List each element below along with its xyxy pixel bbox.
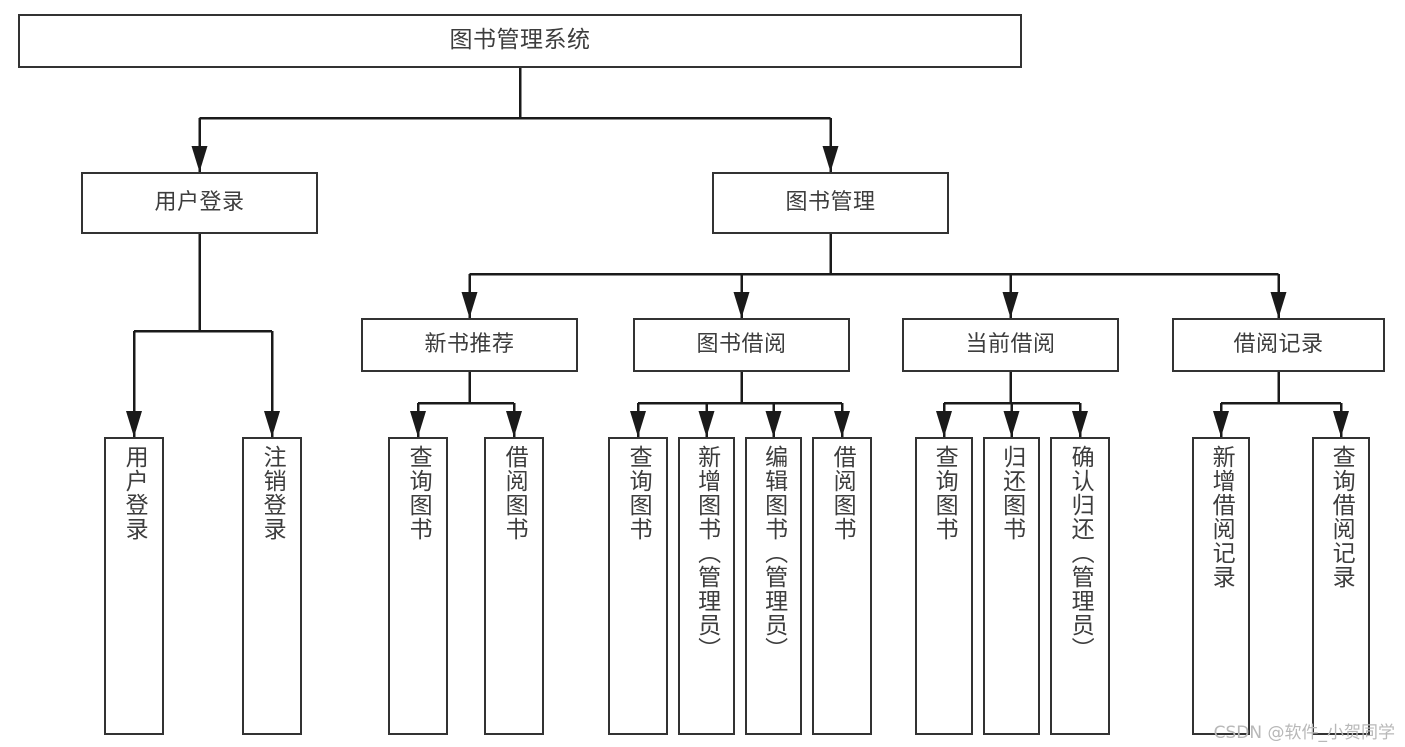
node-label: 查询图书 bbox=[625, 445, 652, 541]
node-label: 当前借阅 bbox=[965, 332, 1056, 358]
node-leaf-edit-book[interactable]: 编辑图书（管理员） bbox=[745, 437, 802, 735]
watermark: CSDN @软件_小贺同学 bbox=[1213, 723, 1395, 743]
node-label: 编辑图书（管理员） bbox=[760, 445, 787, 661]
node-leaf-add-book[interactable]: 新增图书（管理员） bbox=[678, 437, 735, 735]
node-leaf-query-1[interactable]: 查询图书 bbox=[388, 437, 448, 735]
node-label: 注销登录 bbox=[259, 445, 286, 541]
node-leaf-logout[interactable]: 注销登录 bbox=[242, 437, 302, 735]
node-book-manage[interactable]: 图书管理 bbox=[712, 172, 949, 234]
node-label: 新书推荐 bbox=[424, 332, 515, 358]
node-user-login[interactable]: 用户登录 bbox=[81, 172, 318, 234]
node-label: 用户登录 bbox=[121, 445, 148, 541]
node-leaf-add-rec[interactable]: 新增借阅记录 bbox=[1192, 437, 1250, 735]
node-leaf-user-login[interactable]: 用户登录 bbox=[104, 437, 164, 735]
node-label: 图书管理系统 bbox=[449, 27, 591, 54]
node-leaf-query-3[interactable]: 查询图书 bbox=[915, 437, 973, 735]
node-label: 借阅图书 bbox=[829, 445, 856, 541]
node-label: 图书借阅 bbox=[696, 332, 787, 358]
node-new-book-rec[interactable]: 新书推荐 bbox=[361, 318, 578, 372]
node-label: 用户登录 bbox=[154, 190, 245, 216]
node-label: 查询图书 bbox=[405, 445, 432, 541]
node-borrow-record[interactable]: 借阅记录 bbox=[1172, 318, 1385, 372]
node-label: 借阅记录 bbox=[1233, 332, 1324, 358]
node-leaf-return[interactable]: 归还图书 bbox=[983, 437, 1040, 735]
node-leaf-borrow-2[interactable]: 借阅图书 bbox=[812, 437, 872, 735]
node-leaf-confirm[interactable]: 确认归还（管理员） bbox=[1050, 437, 1110, 735]
node-leaf-borrow-1[interactable]: 借阅图书 bbox=[484, 437, 544, 735]
node-root[interactable]: 图书管理系统 bbox=[18, 14, 1022, 68]
node-label: 图书管理 bbox=[785, 190, 876, 216]
node-leaf-query-2[interactable]: 查询图书 bbox=[608, 437, 668, 735]
node-label: 确认归还（管理员） bbox=[1067, 445, 1094, 661]
node-label: 查询图书 bbox=[931, 445, 958, 541]
node-label: 归还图书 bbox=[998, 445, 1025, 541]
node-leaf-query-rec[interactable]: 查询借阅记录 bbox=[1312, 437, 1370, 735]
node-book-borrow[interactable]: 图书借阅 bbox=[633, 318, 850, 372]
node-current-borrow[interactable]: 当前借阅 bbox=[902, 318, 1119, 372]
node-label: 新增图书（管理员） bbox=[693, 445, 720, 661]
node-label: 查询借阅记录 bbox=[1328, 445, 1355, 589]
node-label: 新增借阅记录 bbox=[1208, 445, 1235, 589]
node-label: 借阅图书 bbox=[501, 445, 528, 541]
